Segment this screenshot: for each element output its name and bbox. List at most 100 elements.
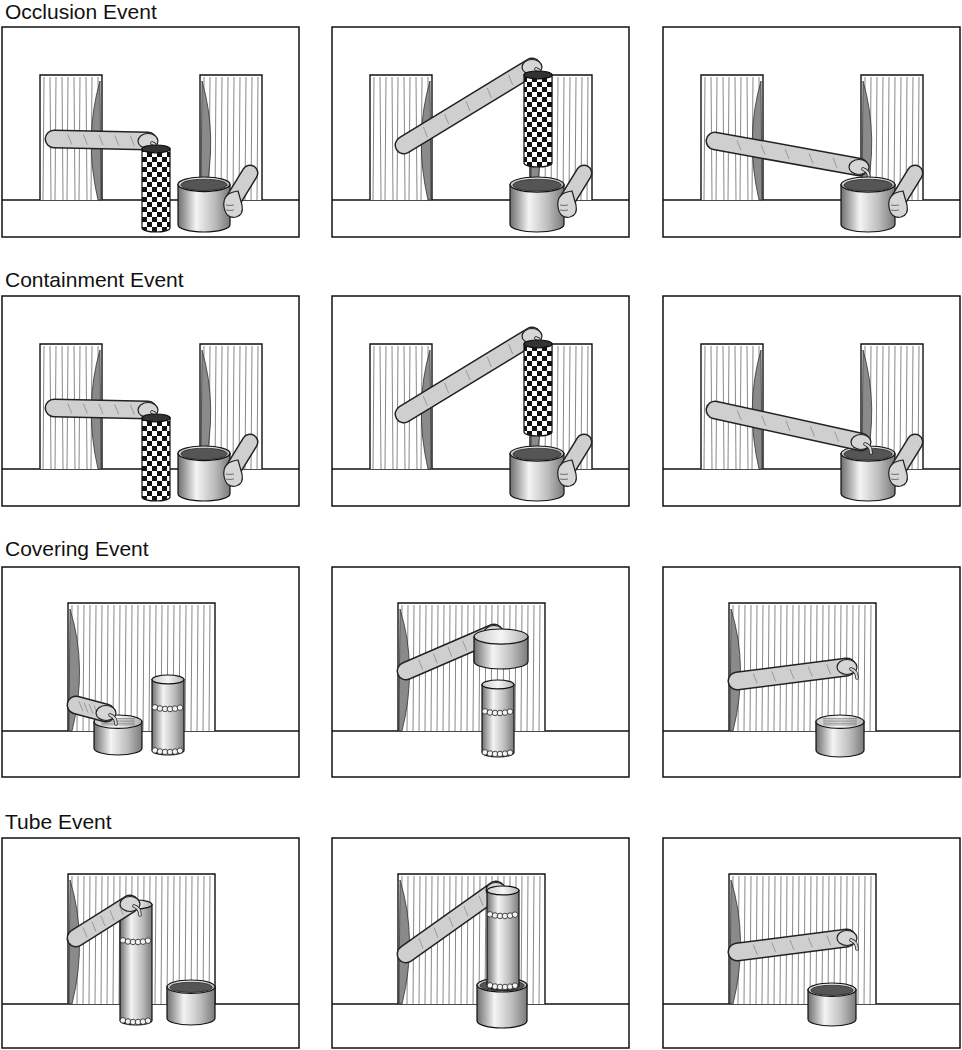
- glove-wrinkle: [827, 935, 831, 945]
- glove-wrinkle: [99, 404, 103, 414]
- event-heading: Tube Event: [5, 810, 112, 834]
- event-panel: [332, 567, 629, 777]
- finger-outline: [851, 940, 857, 949]
- curtain-fold: [870, 605, 871, 731]
- curtain-fold: [131, 605, 132, 731]
- event-panel: [2, 838, 299, 1048]
- curtain-fold: [539, 605, 540, 731]
- glove-wrinkle: [809, 153, 813, 163]
- event-panel: [2, 567, 299, 777]
- lid-texture: [823, 721, 857, 722]
- finger: [851, 669, 857, 678]
- curtain-fold: [704, 346, 705, 469]
- window-frame: [68, 603, 215, 731]
- curtain-fold: [443, 605, 444, 731]
- curtain-fold: [392, 346, 393, 469]
- curtain-fold: [533, 876, 534, 1004]
- knuckle-line: [226, 205, 234, 211]
- arm-outline: [406, 890, 496, 954]
- glove-wrinkle: [487, 88, 491, 98]
- bead: [507, 750, 513, 756]
- glove-wrinkle: [835, 432, 839, 442]
- arm-sleeve: [404, 336, 532, 414]
- cylinder-top: [178, 446, 230, 461]
- event-panel: [2, 296, 299, 506]
- glove-wrinkle: [115, 135, 119, 145]
- curtain-fold: [137, 605, 138, 731]
- cylinder-top: [808, 983, 856, 996]
- cylinder-top: [524, 71, 552, 79]
- cylinder-top: [816, 715, 864, 728]
- cylinder-top: [482, 680, 514, 689]
- curtain-fold: [43, 77, 44, 200]
- curtain-fold: [191, 605, 192, 731]
- cylinder-top: [510, 446, 564, 461]
- glove-wrinkle: [808, 938, 812, 948]
- curtain-fold: [858, 605, 859, 731]
- knuckle-line: [891, 205, 899, 211]
- glove-wrinkle: [463, 641, 467, 651]
- bead: [512, 983, 518, 989]
- event-panel: [663, 296, 960, 506]
- event-panel: [663, 838, 960, 1048]
- curtain-fold: [521, 605, 522, 731]
- container-opening: [844, 448, 892, 460]
- glove-wrinkle: [772, 671, 776, 681]
- glove-wrinkle: [790, 669, 794, 679]
- curtain-fold: [257, 77, 258, 200]
- glove-wrinkle: [808, 667, 812, 677]
- cylinder-top: [841, 177, 895, 192]
- glove-wrinkle: [509, 75, 513, 85]
- cylinder-body: [142, 418, 170, 501]
- curtain-fold: [443, 876, 444, 1004]
- curtain-fold: [894, 77, 895, 200]
- curtain-fold: [894, 346, 895, 469]
- curtain-fold: [107, 876, 108, 1004]
- glove-wrinkle: [761, 145, 765, 155]
- curtain-fold: [385, 77, 386, 200]
- glove-wrinkle: [772, 942, 776, 952]
- curtain-fold: [385, 346, 386, 469]
- curtain-fold: [756, 605, 757, 731]
- cylinder-top: [487, 886, 519, 895]
- curtain-fold: [449, 876, 450, 1004]
- gripping-hand: [224, 191, 243, 217]
- container-opening: [170, 982, 212, 992]
- window-opening: [68, 603, 215, 731]
- glove-wrinkle: [479, 896, 483, 906]
- cylinder-body: [152, 679, 184, 755]
- glove-wrinkle: [753, 945, 757, 955]
- lid-texture: [101, 724, 135, 725]
- curtain-fold: [233, 77, 234, 200]
- curtain-fold: [455, 876, 456, 1004]
- window-opening: [398, 874, 545, 1004]
- curtain-fold: [119, 605, 120, 731]
- glove-wrinkle: [433, 653, 437, 663]
- window-frame: [398, 874, 545, 1004]
- glove-wrinkle: [445, 383, 449, 393]
- curtain-fold: [467, 876, 468, 1004]
- curtain-fold: [744, 605, 745, 731]
- arm-outline: [404, 67, 532, 145]
- cylinder-top: [142, 145, 170, 153]
- cylinder-top: [524, 340, 552, 348]
- curtain-fold: [467, 605, 468, 731]
- glove-wrinkle: [79, 701, 83, 711]
- bead: [507, 709, 513, 715]
- cylinder-top: [152, 675, 184, 684]
- curtain-fold: [704, 77, 705, 200]
- lid-texture: [101, 723, 135, 724]
- panel-frame: [2, 296, 299, 506]
- container-opening: [513, 179, 561, 191]
- window-frame: [729, 874, 876, 1004]
- glove-wrinkle: [762, 416, 766, 426]
- panel-frame: [663, 567, 960, 777]
- panel-frame: [2, 567, 299, 777]
- curtain-fold: [149, 605, 150, 731]
- curtain-fold: [125, 605, 126, 731]
- cylinder-body: [524, 75, 552, 167]
- container-opening: [811, 985, 853, 995]
- glove-wrinkle: [423, 396, 427, 406]
- finger: [851, 940, 857, 949]
- glove-wrinkle: [466, 101, 470, 111]
